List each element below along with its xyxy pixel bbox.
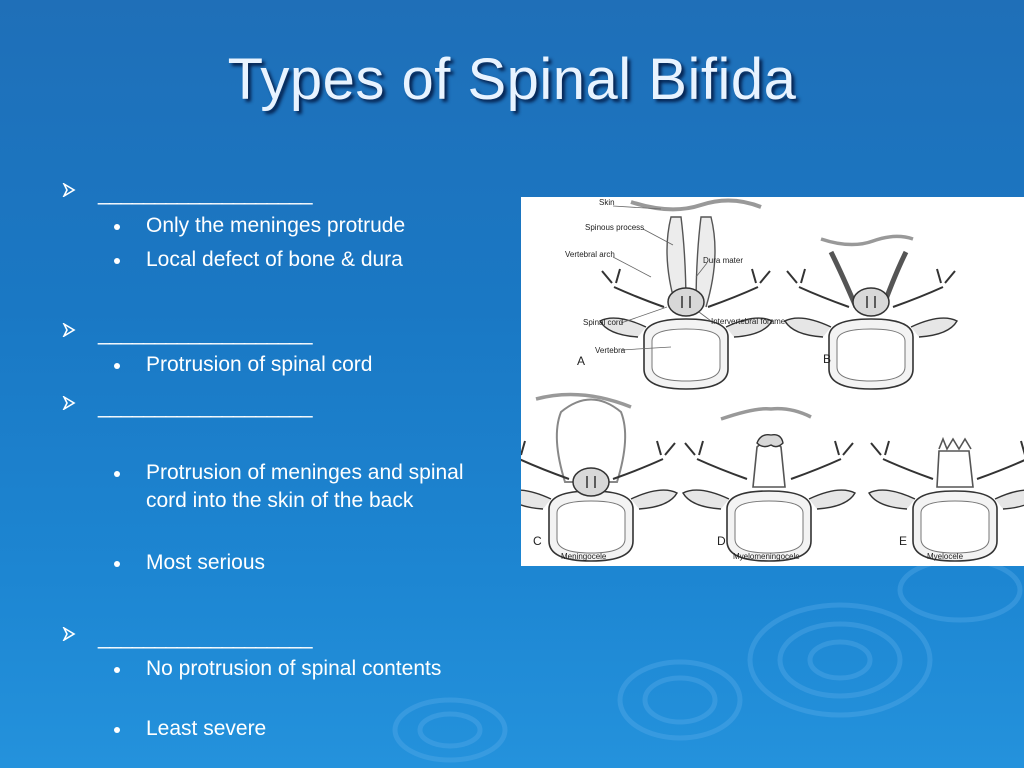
dot-bullet-icon [114, 224, 120, 230]
dot-bullet-icon [114, 727, 120, 733]
dot-bullet-icon [114, 363, 120, 369]
label-vertebra: Vertebra [595, 346, 626, 355]
panel-letter-a: A [577, 354, 585, 368]
arrow-bullet-icon [62, 396, 76, 410]
dot-bullet-icon [114, 471, 120, 477]
panel-letter-b: B [823, 352, 831, 366]
panel-letter-c: C [533, 534, 542, 548]
panel-e-myelocele: E Myelocele [868, 436, 1024, 562]
caption-meningocele: Meningocele [561, 552, 607, 561]
label-spinous-process: Spinous process [585, 223, 644, 232]
spina-bifida-diagram: Skin Spinous process Vertebral arch Dura… [521, 197, 1024, 566]
panel-c-meningocele: C Meningocele [521, 392, 678, 562]
arrow-bullet-icon [62, 323, 76, 337]
blank-line: ___________________ [98, 624, 312, 649]
panel-letter-e: E [899, 534, 907, 548]
arrow-bullet-icon [62, 183, 76, 197]
label-intervertebral-foramen: Intervertebral foramen [711, 317, 790, 326]
caption-myelomeningocele: Myelomeningocele [733, 552, 800, 561]
dot-bullet-icon [114, 667, 120, 673]
arrow-bullet-icon [62, 627, 76, 641]
label-dura-mater: Dura mater [703, 256, 743, 265]
slide-title: Types of Spinal Bifida [227, 47, 797, 112]
dot-bullet-icon [114, 561, 120, 567]
dot-bullet-icon [114, 258, 120, 264]
panel-d-myelomeningocele: D Myelomeningocele [682, 406, 856, 562]
label-spinal-cord: Spinal cord [583, 318, 623, 327]
blank-line: ___________________ [98, 180, 312, 205]
blank-line: ___________________ [98, 320, 312, 345]
caption-myelocele: Myelocele [927, 552, 964, 561]
panel-a-normal: Skin Spinous process Vertebral arch Dura… [565, 198, 790, 390]
label-skin: Skin [599, 198, 615, 207]
blank-line: ___________________ [98, 393, 312, 418]
panel-b-spina-bifida-occulta: B [784, 234, 958, 390]
panel-letter-d: D [717, 534, 726, 548]
label-vertebral-arch: Vertebral arch [565, 250, 615, 259]
